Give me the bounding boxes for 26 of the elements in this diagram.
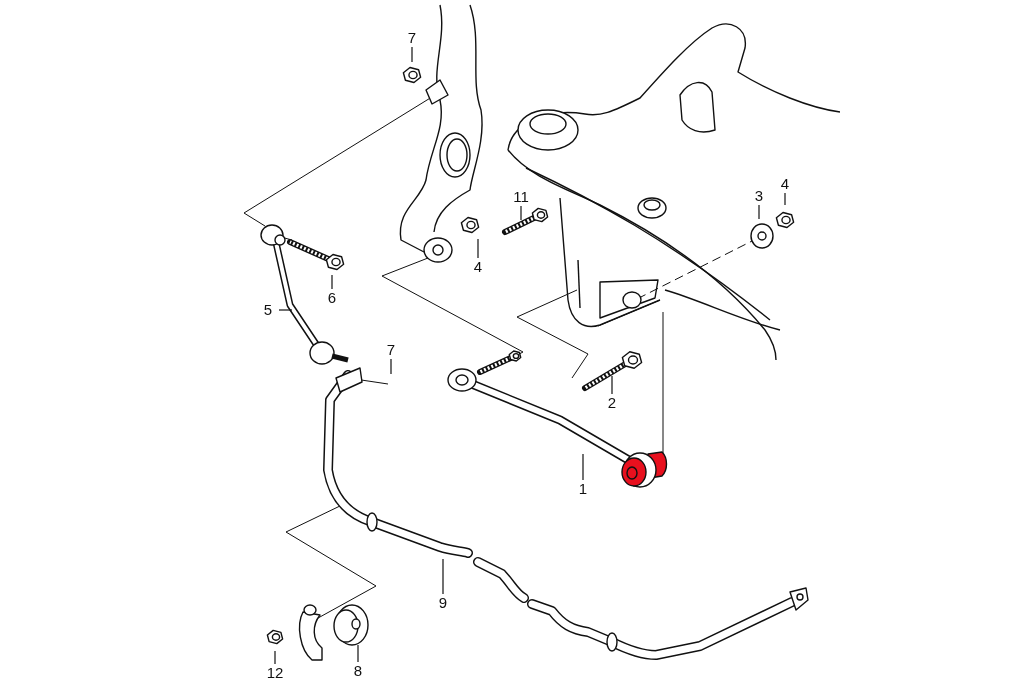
callout-number: 7 (401, 29, 423, 47)
leader-line (442, 558, 444, 595)
callout-number: 1 (572, 480, 594, 498)
leader-line (390, 358, 392, 375)
callout-number: 4 (774, 175, 796, 193)
callout-number: 6 (321, 289, 343, 307)
callout-number: 3 (748, 187, 770, 205)
leader-line (331, 274, 333, 290)
callout-number: 7 (380, 341, 402, 359)
leader-line (274, 650, 276, 665)
callout-number: 2 (601, 394, 623, 412)
leader-line (784, 192, 786, 206)
leader-line (357, 644, 359, 663)
leader-line (758, 204, 760, 220)
leader-line (278, 309, 293, 311)
callout-number: 4 (467, 258, 489, 276)
leader-line (611, 375, 613, 395)
callout-number: 12 (264, 664, 286, 682)
callout-number: 11 (510, 188, 532, 206)
callout-number: 5 (257, 301, 279, 319)
leader-line (477, 238, 479, 259)
leader-line (411, 46, 413, 63)
callout-number: 8 (347, 662, 369, 680)
leader-line (520, 205, 522, 221)
callout-number: 9 (432, 594, 454, 612)
leader-line (582, 453, 584, 481)
